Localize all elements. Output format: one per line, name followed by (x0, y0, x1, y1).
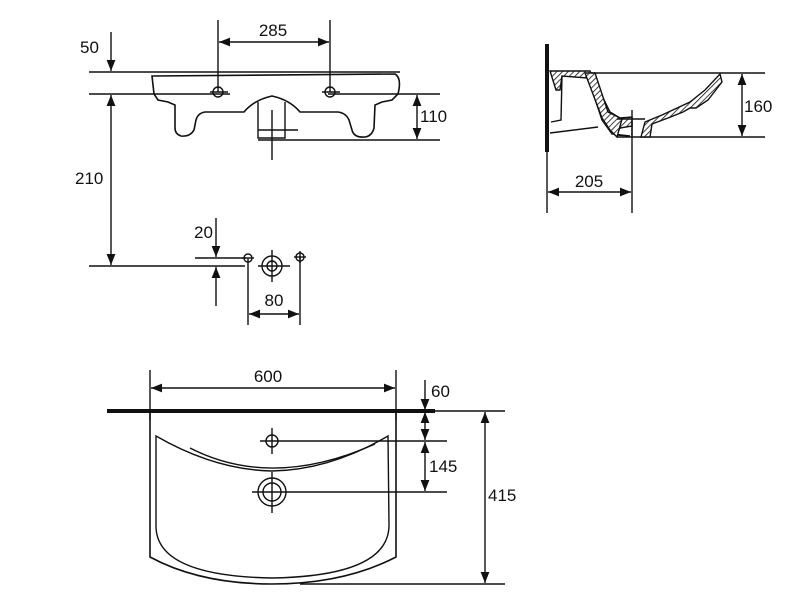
dim-205: 205 (575, 172, 603, 191)
dim-285: 285 (259, 21, 287, 40)
side-view: 160 205 (545, 44, 772, 213)
basin-rim-curve (189, 443, 376, 469)
front-view: 285 50 210 110 20 80 (75, 20, 447, 325)
waste-pipe-icon (258, 250, 290, 282)
dim-160: 160 (744, 97, 772, 116)
dim-415: 415 (488, 486, 516, 505)
basin-plan-inner (155, 434, 390, 579)
dim-80: 80 (265, 291, 284, 310)
dim-110: 110 (420, 107, 447, 126)
plan-view: 600 60 145 415 (107, 367, 516, 585)
basin-plan-outer (149, 413, 397, 585)
dim-210: 210 (75, 169, 103, 188)
basin-section-profile (583, 72, 623, 139)
dim-600: 600 (254, 367, 282, 386)
bracket-outline (549, 75, 599, 134)
dim-50: 50 (80, 38, 99, 57)
dim-20: 20 (194, 223, 213, 242)
basin-section-profile (640, 72, 723, 138)
basin-front-outline (151, 73, 401, 138)
dim-145: 145 (429, 457, 457, 476)
dim-60: 60 (431, 382, 450, 401)
